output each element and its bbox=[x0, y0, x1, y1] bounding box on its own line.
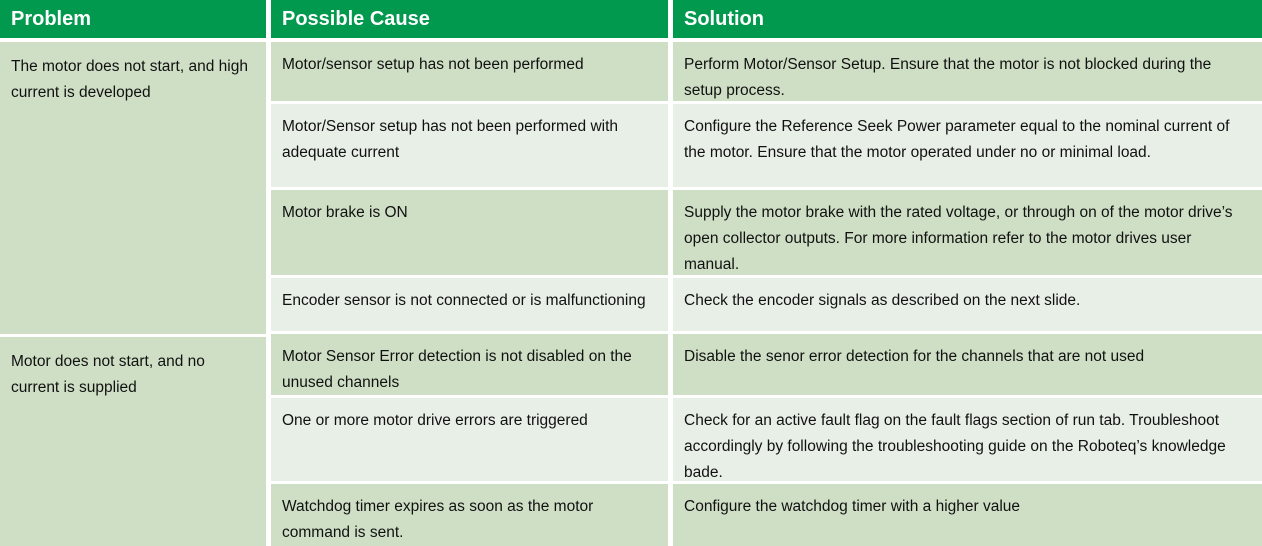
problem-column: The motor does not start, and high curre… bbox=[0, 42, 266, 546]
table-cell-solution: Perform Motor/Sensor Setup. Ensure that … bbox=[673, 42, 1262, 101]
table-cell-solution: Disable the senor error detection for th… bbox=[673, 334, 1262, 395]
table-cell-solution: Configure the Reference Seek Power param… bbox=[673, 104, 1262, 187]
table-body: The motor does not start, and high curre… bbox=[0, 38, 1262, 546]
table-cell-cause: Watchdog timer expires as soon as the mo… bbox=[271, 484, 668, 546]
column-header-problem: Problem bbox=[0, 0, 266, 38]
table-cell-cause: Motor Sensor Error detection is not disa… bbox=[271, 334, 668, 395]
problem-group-cell: Motor does not start, and no current is … bbox=[0, 337, 266, 546]
table-cell-solution: Configure the watchdog timer with a high… bbox=[673, 484, 1262, 546]
table-cell-cause: Motor/sensor setup has not been performe… bbox=[271, 42, 668, 101]
table-cell-solution: Check for an active fault flag on the fa… bbox=[673, 398, 1262, 481]
table-cell-solution: Check the encoder signals as described o… bbox=[673, 278, 1262, 331]
table-cell-solution: Supply the motor brake with the rated vo… bbox=[673, 190, 1262, 275]
table-header-row: Problem Possible Cause Solution bbox=[0, 0, 1262, 38]
solution-column: Perform Motor/Sensor Setup. Ensure that … bbox=[673, 42, 1262, 546]
possible-cause-column: Motor/sensor setup has not been performe… bbox=[271, 42, 668, 546]
table-cell-cause: Motor brake is ON bbox=[271, 190, 668, 275]
table-cell-cause: One or more motor drive errors are trigg… bbox=[271, 398, 668, 481]
column-header-possible-cause: Possible Cause bbox=[271, 0, 668, 38]
table-cell-cause: Encoder sensor is not connected or is ma… bbox=[271, 278, 668, 331]
problem-group-cell: The motor does not start, and high curre… bbox=[0, 42, 266, 334]
table-cell-cause: Motor/Sensor setup has not been performe… bbox=[271, 104, 668, 187]
column-header-solution: Solution bbox=[673, 0, 1262, 38]
